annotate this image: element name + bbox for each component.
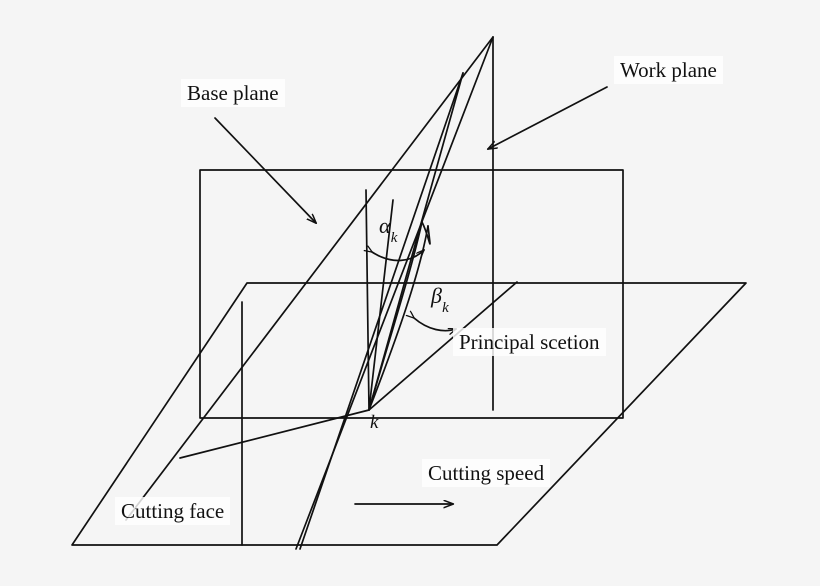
- label-principal-section: Principal scetion: [453, 328, 606, 357]
- work-plane-leader-arrow: [488, 86, 608, 149]
- alpha-symbol: α: [379, 213, 391, 238]
- label-point-k: k: [370, 412, 379, 433]
- base-plane-leader-arrow: [214, 117, 316, 223]
- beta-symbol: β: [431, 283, 442, 308]
- label-alpha-k: αk: [379, 213, 398, 246]
- label-cutting-speed: Cutting speed: [422, 459, 551, 488]
- tool-wedge: [365, 72, 518, 411]
- beta-subscript: k: [442, 299, 449, 316]
- work-plane-inner-edge: [299, 72, 464, 550]
- alpha-subscript: k: [390, 229, 398, 246]
- base-plane-rect: [199, 169, 624, 419]
- alpha-angle-arc: [372, 250, 424, 262]
- label-cutting-face: Cutting face: [115, 497, 231, 526]
- label-beta-k: βk: [431, 283, 449, 316]
- cutting-face-plane: [71, 282, 747, 546]
- label-work-plane: Work plane: [614, 56, 723, 85]
- label-base-plane: Base plane: [181, 79, 285, 108]
- work-plane-diagonal: [125, 36, 494, 521]
- beta-angle-arc: [414, 318, 456, 331]
